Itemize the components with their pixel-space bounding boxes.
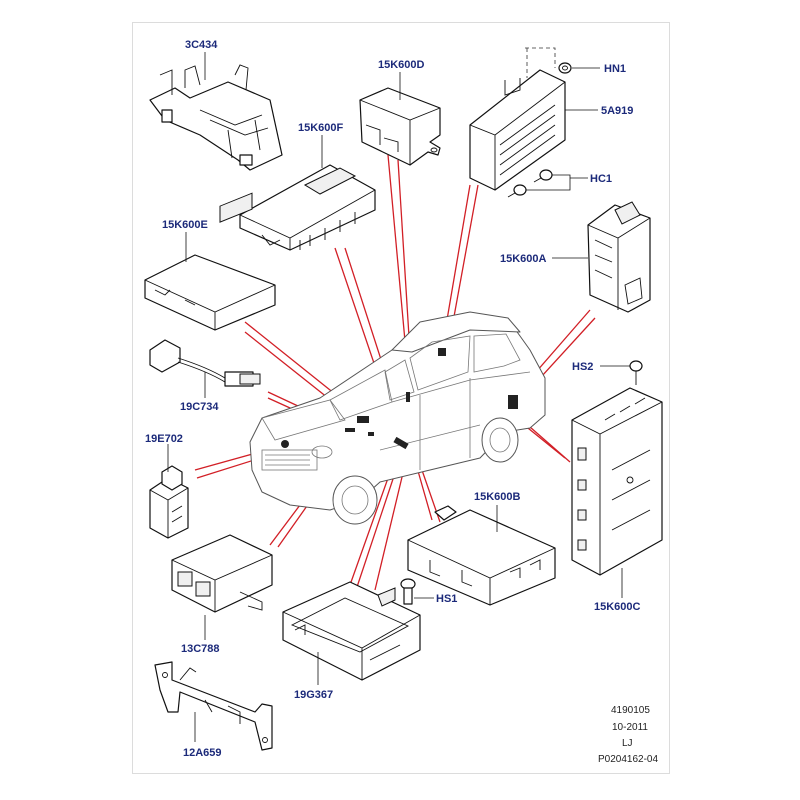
label-13c788: 13C788 [181, 643, 220, 655]
label-12a659: 12A659 [183, 747, 222, 759]
label-15k600f: 15K600F [298, 122, 344, 134]
part-19c734-harness [149, 339, 261, 387]
drawing-number: 4190105 [611, 705, 650, 716]
label-3c434: 3C434 [185, 39, 218, 51]
part-13c788-module [171, 534, 273, 613]
label-15k600a: 15K600A [500, 253, 547, 265]
label-hs2: HS2 [572, 361, 593, 373]
label-15k600c: 15K600C [594, 601, 641, 613]
label-hc1: HC1 [590, 173, 612, 185]
vehicle-outline [249, 311, 546, 525]
drawing-metadata: 4190105 10-2011 LJ P0204162-04 [598, 705, 658, 765]
label-19e702: 19E702 [145, 433, 183, 445]
part-hs1-bolt [400, 578, 416, 605]
label-15k600d: 15K600D [378, 59, 425, 71]
label-15k600b: 15K600B [474, 491, 521, 503]
drawing-page-ref: P0204162-04 [598, 754, 658, 765]
part-12a659-bracket [154, 661, 273, 751]
label-19c734: 19C734 [180, 401, 219, 413]
part-15k600c-module [571, 387, 663, 576]
part-hn1-nut [558, 62, 572, 74]
drawing-initials: LJ [622, 738, 633, 749]
part-3c434-bracket [149, 64, 283, 171]
label-5a919: 5A919 [601, 105, 633, 117]
part-15k600b-module [407, 505, 556, 606]
part-15k600a-module [587, 201, 651, 313]
label-hs1: HS1 [436, 593, 457, 605]
drawing-date: 10-2011 [612, 722, 648, 733]
part-19e702-sensor [149, 465, 189, 539]
part-15k600f-module [239, 164, 376, 251]
label-hn1: HN1 [604, 63, 626, 75]
label-19g367: 19G367 [294, 689, 333, 701]
part-5a919-module [469, 47, 566, 191]
leader-hc1 [526, 174, 571, 191]
part-15k600d-module [359, 87, 441, 166]
diagram-frame [132, 22, 670, 774]
part-15k600e-module [144, 192, 276, 331]
part-19g367-module [282, 581, 421, 681]
label-15k600e: 15K600E [162, 219, 208, 231]
part-hs2-screw [629, 360, 643, 385]
